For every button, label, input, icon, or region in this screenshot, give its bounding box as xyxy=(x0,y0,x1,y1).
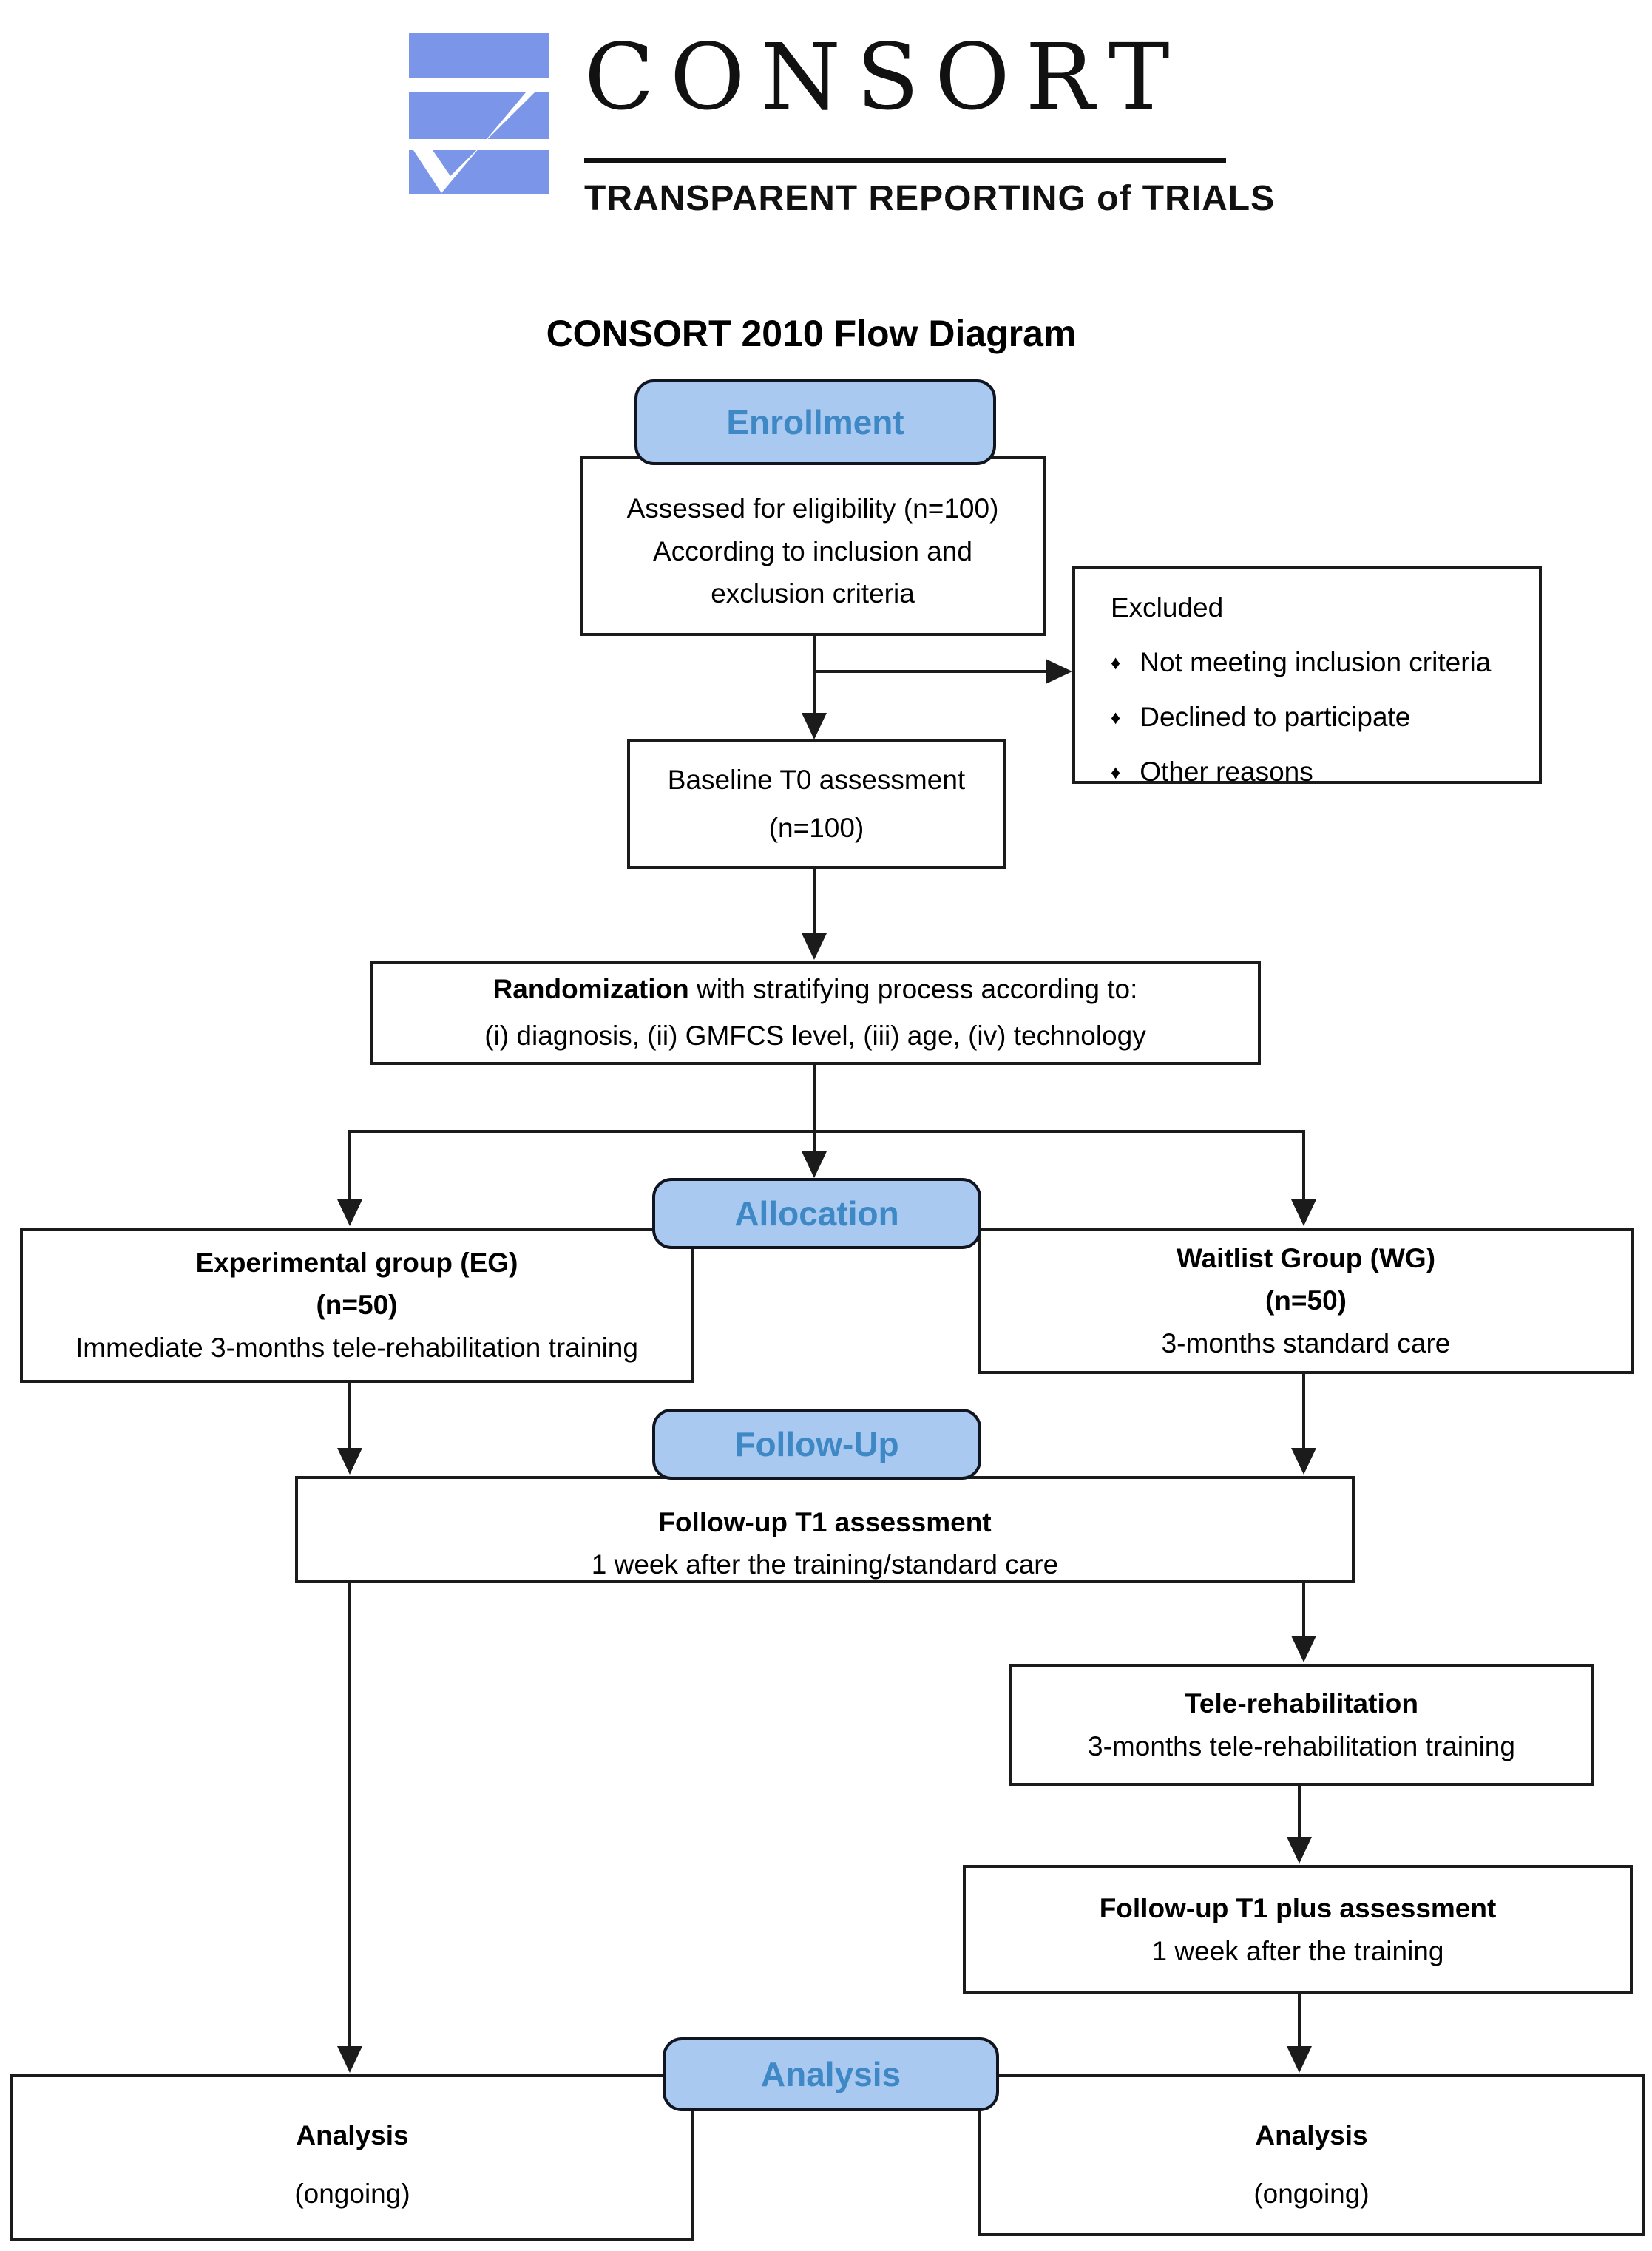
connector-split-to-wg xyxy=(1302,1130,1305,1201)
consort-logo: CONSORT TRANSPARENT REPORTING of TRIALS xyxy=(409,24,1274,218)
baseline-line: Baseline T0 assessment xyxy=(667,764,966,795)
excluded-bullet-label: Declined to participate xyxy=(1140,702,1411,732)
connector-t1plus-to-analysis-right xyxy=(1298,1994,1301,2048)
box-analysis-right: Analysis (ongoing) xyxy=(978,2074,1645,2236)
connector-to-excluded xyxy=(814,670,1046,673)
excluded-bullet-label: Not meeting inclusion criteria xyxy=(1140,647,1492,677)
arrowhead-excluded xyxy=(1046,659,1072,684)
diamond-bullet-icon: ♦ xyxy=(1111,761,1121,783)
randomization-bold: Randomization xyxy=(492,974,689,1005)
stage-analysis: Analysis xyxy=(663,2037,999,2111)
diamond-bullet-icon: ♦ xyxy=(1111,706,1121,728)
connector-baseline-to-randomization xyxy=(813,869,816,935)
connector-split-horizontal xyxy=(348,1130,1305,1133)
arrowhead-analysis-right xyxy=(1287,2046,1312,2073)
box-assessed-eligibility: Assessed for eligibility (n=100) Accordi… xyxy=(580,456,1046,636)
arrowhead-allocation xyxy=(802,1151,827,1178)
page-title: CONSORT 2010 Flow Diagram xyxy=(546,313,1077,354)
assessed-line: Assessed for eligibility (n=100) xyxy=(626,493,999,524)
stage-allocation: Allocation xyxy=(652,1178,981,1249)
arrowhead-t1plus xyxy=(1287,1837,1312,1864)
arrowhead-analysis-left xyxy=(337,2046,362,2073)
arrowhead-wg xyxy=(1291,1199,1316,1226)
box-telerehabilitation: Tele-rehabilitation 3-months tele-rehabi… xyxy=(1009,1664,1594,1786)
randomization-line1: Randomization with stratifying process a… xyxy=(493,967,1138,1013)
baseline-line: (n=100) xyxy=(768,812,864,843)
assessed-line: exclusion criteria xyxy=(711,578,915,609)
box-randomization: Randomization with stratifying process a… xyxy=(370,961,1261,1065)
randomization-line2: (i) diagnosis, (ii) GMFCS level, (iii) a… xyxy=(484,1020,1146,1051)
followup-wide-title: Follow-up T1 assessment xyxy=(658,1507,992,1537)
analysis-right-title: Analysis xyxy=(1255,2120,1368,2150)
logo-brand-text: CONSORT xyxy=(584,24,1185,131)
analysis-right-status: (ongoing) xyxy=(1253,2179,1370,2210)
arrowhead-followup-left xyxy=(337,1448,362,1475)
wg-n: (n=50) xyxy=(1265,1285,1347,1316)
excluded-bullet: ♦ Declined to participate xyxy=(1111,690,1410,745)
randomization-rest: with stratifying process according to: xyxy=(688,974,1138,1005)
analysis-left-status: (ongoing) xyxy=(294,2179,410,2210)
stage-enrollment: Enrollment xyxy=(634,379,996,465)
connector-split-to-eg xyxy=(348,1130,351,1201)
box-baseline-assessment: Baseline T0 assessment (n=100) xyxy=(627,739,1006,869)
connector-eg-to-followup xyxy=(348,1383,351,1449)
excluded-bullet: ♦ Other reasons xyxy=(1111,745,1313,799)
arrowhead-followup-right xyxy=(1291,1448,1316,1475)
followup-wide-description: 1 week after the training/standard care xyxy=(591,1549,1059,1580)
eg-description: Immediate 3-months tele-rehabilitation t… xyxy=(75,1332,638,1363)
arrowhead-telerehab xyxy=(1291,1636,1316,1662)
stage-follow-up: Follow-Up xyxy=(652,1409,981,1480)
analysis-left-title: Analysis xyxy=(296,2120,409,2150)
box-followup-t1-assessment: Follow-up T1 assessment 1 week after the… xyxy=(295,1476,1355,1583)
arrowhead-eg xyxy=(337,1199,362,1226)
logo-bar-top xyxy=(409,33,549,78)
connector-telerehab-to-t1plus xyxy=(1298,1786,1301,1838)
wg-description: 3-months standard care xyxy=(1161,1327,1451,1358)
excluded-bullet-label: Other reasons xyxy=(1140,756,1313,787)
checkmark-icon xyxy=(413,92,535,193)
assessed-line: According to inclusion and xyxy=(653,535,972,566)
wg-title: Waitlist Group (WG) xyxy=(1176,1242,1436,1273)
connector-wg-to-followup xyxy=(1302,1374,1305,1449)
excluded-bullet: ♦ Not meeting inclusion criteria xyxy=(1111,635,1491,690)
box-analysis-left: Analysis (ongoing) xyxy=(10,2074,694,2241)
excluded-title: Excluded xyxy=(1111,592,1224,623)
connector-randomization-to-allocation xyxy=(813,1065,816,1153)
telerehab-description: 3-months tele-rehabilitation training xyxy=(1088,1730,1515,1761)
box-waitlist-group: Waitlist Group (WG) (n=50) 3-months stan… xyxy=(978,1228,1634,1374)
diamond-bullet-icon: ♦ xyxy=(1111,651,1121,674)
arrowhead-baseline xyxy=(802,713,827,739)
logo-tagline-text: TRANSPARENT REPORTING of TRIALS xyxy=(584,179,1276,218)
connector-assessed-to-baseline xyxy=(813,636,816,714)
box-excluded: Excluded ♦ Not meeting inclusion criteria… xyxy=(1072,566,1542,787)
logo-underline xyxy=(584,158,1226,163)
telerehab-title: Tele-rehabilitation xyxy=(1185,1688,1418,1719)
box-followup-t1-plus: Follow-up T1 plus assessment 1 week afte… xyxy=(963,1865,1633,1994)
box-experimental-group: Experimental group (EG) (n=50) Immediate… xyxy=(20,1228,694,1383)
connector-followup-to-analysis-left xyxy=(348,1583,351,2048)
arrowhead-randomization xyxy=(802,933,827,960)
connector-followup-to-telerehab xyxy=(1302,1583,1305,1637)
eg-n: (n=50) xyxy=(316,1290,398,1321)
t1plus-description: 1 week after the training xyxy=(1151,1935,1444,1966)
eg-title: Experimental group (EG) xyxy=(195,1247,518,1278)
t1plus-title: Follow-up T1 plus assessment xyxy=(1099,1893,1497,1924)
